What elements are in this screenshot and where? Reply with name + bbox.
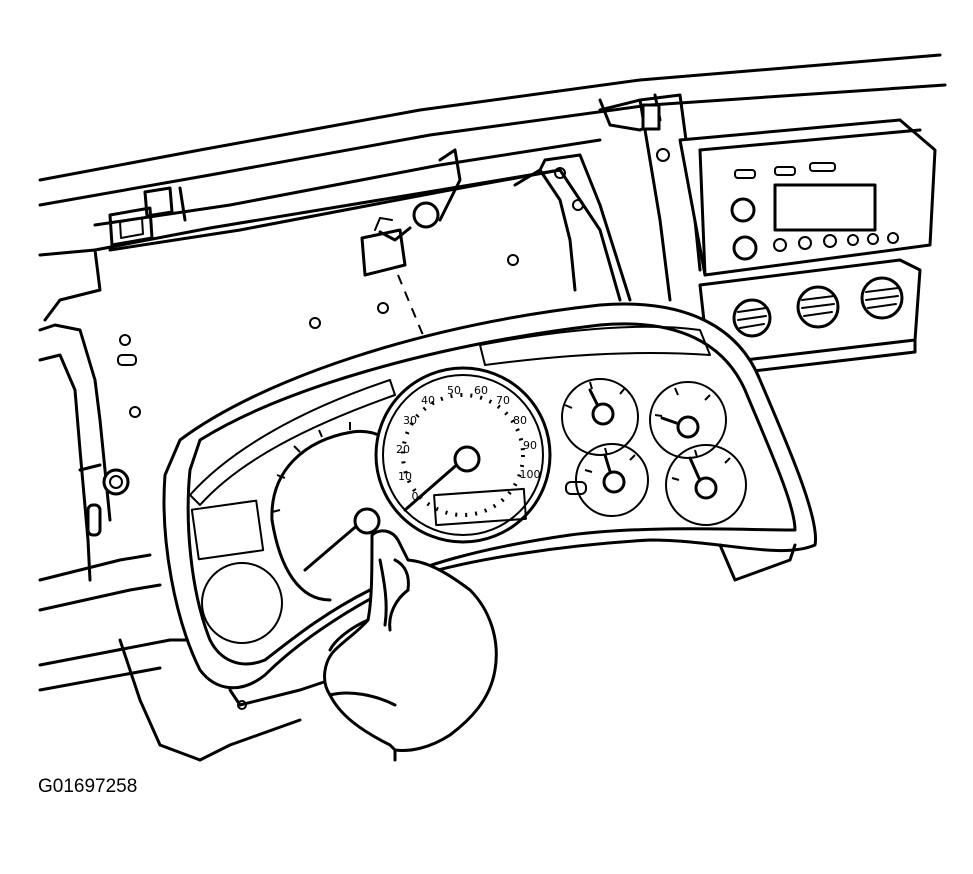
odometer-display	[433, 487, 527, 527]
scale-label-60: 60	[474, 384, 488, 397]
small-gauge-4	[665, 444, 747, 526]
scale-label-40: 40	[421, 394, 435, 407]
scale-label-50: 50	[447, 384, 461, 397]
radio-knob-left-icon	[730, 197, 756, 223]
instrument-cluster: 0 10 20 30 40 50 60 70 80 90 100	[162, 302, 818, 710]
speedometer-hub-icon	[453, 445, 481, 473]
scale-label-70: 70	[496, 394, 510, 407]
figure-id: G01697258	[38, 776, 138, 797]
left-screw-icon	[102, 468, 130, 496]
scale-label-90: 90	[523, 439, 537, 452]
tachometer-hub-icon	[353, 507, 381, 535]
climate-control-panel	[698, 258, 922, 374]
small-gauge-2	[649, 381, 727, 459]
scale-label-10: 10	[398, 470, 412, 483]
scale-label-0: 0	[412, 490, 419, 503]
small-gauge-1	[561, 378, 639, 456]
fuel-gauge	[201, 562, 283, 644]
radio-knob-right-icon	[732, 235, 758, 261]
scale-label-80: 80	[513, 414, 527, 427]
speedometer-scale-labels: 0 10 20 30 40 50 60 70 80 90 100	[396, 384, 541, 503]
scale-label-20: 20	[396, 443, 410, 456]
scale-label-100: 100	[520, 468, 541, 481]
speedometer: 0 10 20 30 40 50 60 70 80 90 100	[374, 366, 552, 544]
latch-knob-icon	[412, 201, 440, 229]
scale-label-30: 30	[403, 414, 417, 427]
radio-unit	[678, 118, 937, 277]
hand	[323, 529, 498, 762]
small-gauge-3	[565, 443, 649, 517]
